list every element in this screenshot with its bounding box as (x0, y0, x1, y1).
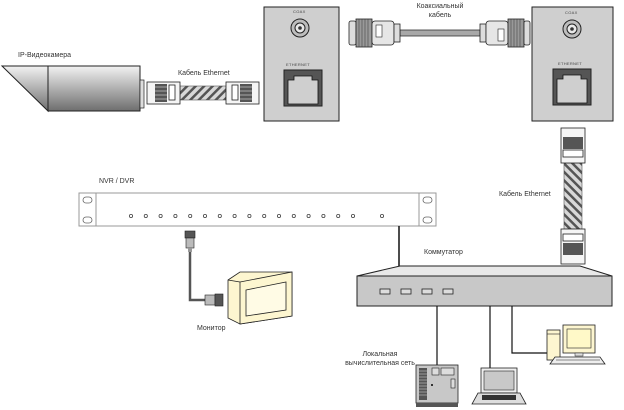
lan-label-line1: Локальная (362, 351, 398, 358)
nvr-port (217, 213, 222, 218)
network-switch (356, 265, 613, 307)
bnc-connector-right (479, 18, 531, 48)
switch-top (356, 265, 613, 277)
rj45-plug-top (560, 127, 586, 164)
nvr-port (247, 213, 252, 218)
rack-ear-hole (82, 216, 93, 224)
nvr-port (379, 213, 384, 218)
laptop-screen (483, 370, 515, 391)
video-cable (188, 252, 205, 302)
coax-cable-label-line2: кабель (428, 12, 452, 19)
ip-camera (0, 65, 145, 113)
nvr-port (202, 213, 207, 218)
nvr-port (188, 213, 193, 218)
nvr-front-panel (78, 192, 437, 227)
nvr-port (173, 213, 178, 218)
pc-tower (546, 329, 561, 361)
switch-ports (379, 288, 454, 295)
monitor-cable (184, 230, 224, 307)
switch-body (356, 275, 613, 307)
camera-connector (139, 79, 145, 109)
camera-lens-hood (0, 65, 49, 113)
converter-left (263, 6, 340, 122)
switch-port (421, 288, 433, 295)
right-coax-port-label: COAX (565, 10, 578, 15)
nvr-port (350, 213, 355, 218)
nvr-port (262, 213, 267, 218)
monitor-label: Монитор (197, 325, 226, 332)
lan-links (436, 306, 547, 368)
rj45-plug-bottom (560, 228, 586, 265)
nvr-dvr-rack (78, 192, 437, 227)
cable-body (563, 162, 583, 230)
coax-cable-label-line1: Коаксиальный (416, 3, 464, 10)
nvr-port (306, 213, 311, 218)
rack-ear-hole (422, 216, 433, 224)
nvr-port (128, 213, 133, 218)
ethernet-cable-1 (146, 81, 260, 105)
ethernet-cable-1-label: Кабель Ethernet (178, 70, 230, 77)
switch-port (400, 288, 412, 295)
camera-body (47, 65, 141, 112)
nvr-dvr-label: NVR / DVR (99, 178, 135, 185)
pc-keyboard (549, 356, 606, 365)
switch-label: Коммутатор (424, 249, 463, 256)
nvr-port (321, 213, 326, 218)
monitor (227, 271, 293, 325)
switch-port (379, 288, 391, 295)
converter-right (531, 6, 614, 122)
server (415, 364, 459, 407)
nvr-ports (128, 213, 384, 218)
nvr-port (291, 213, 296, 218)
nvr-port (276, 213, 281, 218)
laptop (471, 367, 527, 405)
nvr-port (336, 213, 341, 218)
switch-port (442, 288, 454, 295)
coaxial-cable (348, 18, 531, 48)
rack-ear-hole (82, 196, 93, 204)
lan-label-line2: вычислительная сеть (345, 360, 415, 367)
rj45-plug-right (225, 81, 260, 105)
ethernet-cable-2 (560, 127, 586, 265)
monitor-screen (245, 281, 287, 317)
right-ethernet-port-label: ETHERNET (558, 61, 582, 66)
ip-camera-label: IP-Видеокамера (18, 52, 71, 59)
bnc-connector-left (348, 18, 401, 48)
ethernet-cable-2-label: Кабель Ethernet (499, 191, 551, 198)
nvr-port (158, 213, 163, 218)
nvr-port (232, 213, 237, 218)
nvr-port (143, 213, 148, 218)
desktop-computer (546, 324, 606, 365)
rack-ear-hole (422, 196, 433, 204)
coax-cable-body (399, 29, 481, 37)
left-coax-port-label: COAX (293, 9, 306, 14)
left-ethernet-port-label: ETHERNET (286, 62, 310, 67)
pc-screen (566, 328, 592, 349)
cable-body (179, 85, 227, 101)
rj45-plug-left (146, 81, 181, 105)
